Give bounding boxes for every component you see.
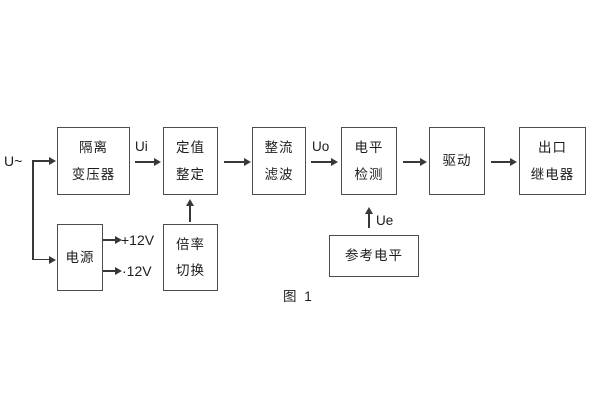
block-isolation-transformer: 隔离 变压器 — [57, 127, 130, 195]
connector-input-horizontal — [32, 160, 50, 162]
block-power-supply: 电源 — [57, 224, 103, 291]
signal-label-minus12v: ·12V — [122, 263, 152, 279]
block-ratio-switch: 倍率 切换 — [163, 224, 218, 291]
connector-level-to-drive — [403, 161, 420, 163]
signal-label-ui: Ui — [135, 139, 148, 154]
block-label: 检测 — [354, 166, 384, 182]
signal-label-input: U~ — [4, 153, 23, 169]
connector-plus12v — [103, 239, 115, 241]
signal-label-ue: Ue — [376, 213, 394, 228]
connector-ui — [135, 161, 154, 163]
arrowhead-plus12v — [115, 236, 122, 244]
connector-minus12v — [103, 270, 115, 272]
block-reference-level: 参考电平 — [329, 235, 419, 277]
connector-ue — [368, 214, 370, 228]
block-drive: 驱动 — [429, 127, 485, 195]
block-label: 电源 — [65, 249, 95, 265]
block-setting-adjust: 定值 整定 — [163, 127, 218, 195]
arrowhead-into-power — [49, 255, 56, 264]
block-label: 参考电平 — [345, 248, 403, 264]
block-label: 驱动 — [442, 153, 472, 169]
arrowhead-into-output-relay — [510, 158, 517, 166]
block-label: 电平 — [354, 140, 384, 155]
block-label: 整流 — [264, 140, 294, 155]
block-label: 出口 — [538, 140, 567, 155]
arrowhead-into-level-detect — [331, 158, 338, 166]
block-label: 变压器 — [71, 166, 116, 182]
block-level-detect: 电平 检测 — [341, 127, 397, 195]
arrowhead-into-isolation-transformer — [49, 157, 56, 165]
connector-uo — [311, 161, 331, 163]
arrowhead-into-setting-adjust — [154, 158, 161, 166]
block-label: 切换 — [176, 263, 205, 278]
arrowhead-into-setting-bottom — [186, 199, 194, 206]
block-label: 滤波 — [264, 166, 294, 182]
arrowhead-minus12v — [115, 267, 122, 275]
signal-label-uo: Uo — [312, 139, 330, 154]
connector-drive-to-relay — [491, 161, 510, 163]
figure-caption: 图 1 — [283, 289, 314, 304]
arrowhead-into-drive — [420, 158, 427, 166]
signal-label-plus12v: +12V — [121, 232, 155, 248]
connector-ratio-to-setting — [189, 206, 191, 222]
block-output-relay: 出口 继电器 — [519, 127, 586, 195]
connector-input-vertical — [32, 160, 34, 261]
connector-into-power — [32, 258, 50, 261]
arrowhead-into-level-detect-bottom — [365, 207, 373, 214]
block-label: 倍率 — [176, 236, 205, 252]
block-label: 继电器 — [530, 166, 575, 182]
connector-setting-to-rectifier — [224, 161, 244, 163]
block-rectifier-filter: 整流 滤波 — [252, 127, 306, 195]
block-label: 定值 — [176, 140, 205, 155]
block-label: 整定 — [176, 166, 205, 182]
arrowhead-into-rectifier-filter — [244, 158, 251, 166]
block-label: 隔离 — [79, 140, 108, 155]
